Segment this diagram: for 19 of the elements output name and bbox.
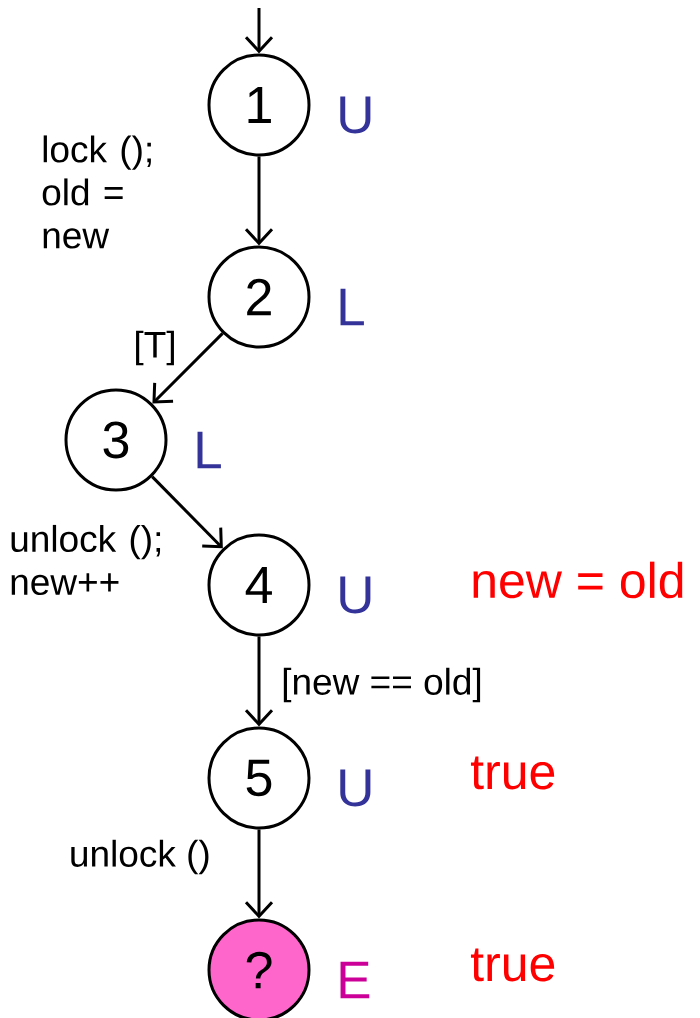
arrow — [151, 475, 223, 549]
arrow — [152, 332, 224, 404]
edge-label: lock (); old = new — [42, 135, 151, 249]
state-letter: U — [340, 576, 371, 614]
state-letter: U — [340, 96, 371, 134]
edge-label: unlock (); new++ — [11, 524, 161, 596]
edge-label: [T] — [136, 330, 174, 366]
state-letter: L — [340, 288, 364, 326]
edge-label: [new == old] — [283, 667, 481, 703]
state-letter: L — [197, 431, 221, 469]
arrow — [244, 156, 274, 246]
arrow — [244, 636, 274, 727]
predicate-text: true — [470, 756, 555, 790]
state-letter: E — [340, 961, 370, 999]
state-letter: U — [340, 769, 371, 807]
edge-label: unlock () — [71, 839, 209, 875]
predicate-text: new = old — [473, 561, 683, 599]
arrow — [244, 829, 274, 919]
predicate-text: true — [470, 948, 555, 982]
